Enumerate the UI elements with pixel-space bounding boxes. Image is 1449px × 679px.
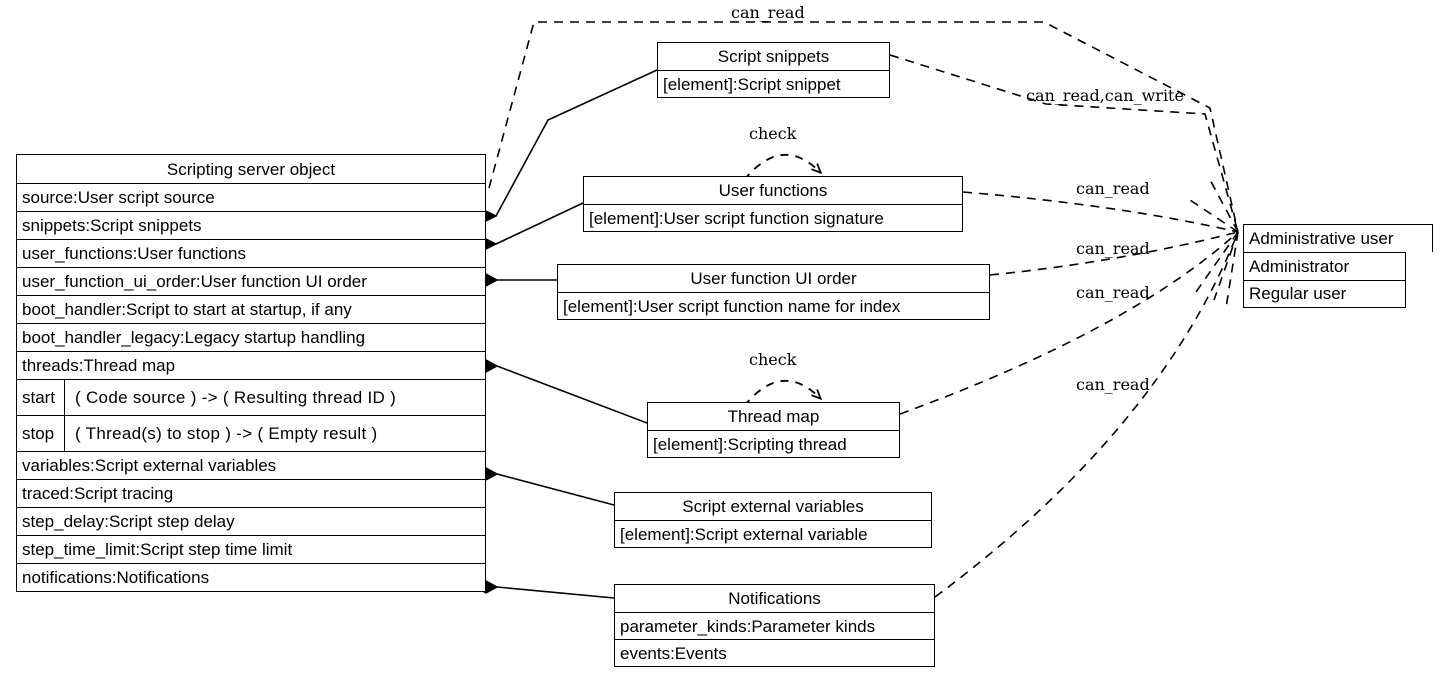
attribute-user-function-ui-order: user_function_ui_order:User function UI … xyxy=(17,267,485,295)
edge-label-can-read-ui-order: can_read xyxy=(1076,239,1150,258)
operation-start: start ( Code source ) -> ( Resulting thr… xyxy=(17,379,485,415)
link-notifications xyxy=(473,580,615,599)
attribute-notifications: notifications:Notifications xyxy=(17,563,485,591)
class-box-user-function-ui-order[interactable]: User function UI order [element]:User sc… xyxy=(557,264,990,320)
class-box-script-snippets[interactable]: Script snippets [element]:Script snippet xyxy=(657,42,890,98)
class-box-administrative-user[interactable]: Administrative user Administrator Regula… xyxy=(1243,224,1433,308)
class-box-user-functions[interactable]: User functions [element]:User script fun… xyxy=(583,176,963,232)
operation-start-name: start xyxy=(17,380,65,415)
actor-row-regular-user: Regular user xyxy=(1243,280,1406,308)
attribute-step-time-limit: step_time_limit:Script step time limit xyxy=(17,535,485,563)
operation-stop: stop ( Thread(s) to stop ) -> ( Empty re… xyxy=(17,415,485,451)
class-row-notifications-events: events:Events xyxy=(615,639,934,666)
attribute-threads: threads:Thread map xyxy=(17,351,485,379)
actor-row-administrative-user: Administrative user xyxy=(1243,224,1433,252)
operation-stop-name: stop xyxy=(17,416,65,451)
class-title-thread-map: Thread map xyxy=(727,407,820,426)
class-title-script-snippets: Script snippets xyxy=(717,47,830,66)
edge-label-check-user-functions: check xyxy=(749,124,797,143)
attribute-step-delay: step_delay:Script step delay xyxy=(17,507,485,535)
edge-can-read-thread-map xyxy=(899,231,1239,415)
edge-label-can-read-user-functions: can_read xyxy=(1076,179,1150,198)
attribute-user-functions: user_functions:User functions xyxy=(17,239,485,267)
attribute-traced: traced:Script tracing xyxy=(17,479,485,507)
edge-label-can-read-thread-map: can_read xyxy=(1076,375,1150,394)
link-user-function-ui-order xyxy=(473,273,557,287)
operation-start-signature: ( Code source ) -> ( Resulting thread ID… xyxy=(75,388,397,407)
link-variables xyxy=(473,467,615,506)
class-row-script-external-variables-element: [element]:Script external variable xyxy=(615,520,931,547)
link-threads xyxy=(473,359,648,424)
edge-burst-strands xyxy=(1189,175,1239,309)
class-box-script-external-variables[interactable]: Script external variables [element]:Scri… xyxy=(614,492,932,548)
class-box-scripting-server-object[interactable]: Scripting server object source:User scri… xyxy=(16,154,486,592)
attribute-source: source:User script source xyxy=(17,183,485,211)
edge-can-read-user-functions xyxy=(962,191,1239,233)
edge-label-can-read-top: can_read xyxy=(731,3,805,22)
edge-label-can-read-ui-order-2: can_read xyxy=(1076,283,1150,302)
attribute-boot-handler-legacy: boot_handler_legacy:Legacy startup handl… xyxy=(17,323,485,351)
attribute-variables: variables:Script external variables xyxy=(17,451,485,479)
class-row-thread-map-element: [element]:Scripting thread xyxy=(648,430,899,457)
class-title-user-functions: User functions xyxy=(718,181,828,200)
edge-label-check-thread-map: check xyxy=(749,350,797,369)
attribute-boot-handler: boot_handler:Script to start at startup,… xyxy=(17,295,485,323)
class-title-user-function-ui-order: User function UI order xyxy=(690,269,857,288)
class-box-notifications[interactable]: Notifications parameter_kinds:Parameter … xyxy=(614,584,935,667)
class-row-user-functions-element: [element]:User script function signature xyxy=(584,204,962,231)
class-title-script-external-variables: Script external variables xyxy=(682,497,864,516)
actor-row-administrator: Administrator xyxy=(1243,252,1406,280)
edge-label-can-read-can-write: can_read,can_write xyxy=(1026,86,1184,105)
class-row-script-snippets-element: [element]:Script snippet xyxy=(658,70,889,97)
attribute-snippets: snippets:Script snippets xyxy=(17,211,485,239)
class-title-notifications: Notifications xyxy=(728,589,821,608)
class-row-user-function-ui-order-element: [element]:User script function name for … xyxy=(558,292,989,319)
link-user-functions xyxy=(474,202,584,250)
operation-stop-signature: ( Thread(s) to stop ) -> ( Empty result … xyxy=(75,424,378,443)
class-row-notifications-parameter-kinds: parameter_kinds:Parameter kinds xyxy=(615,612,934,639)
class-box-thread-map[interactable]: Thread map [element]:Scripting thread xyxy=(647,402,900,458)
class-title-scripting-server-object: Scripting server object xyxy=(166,159,336,179)
